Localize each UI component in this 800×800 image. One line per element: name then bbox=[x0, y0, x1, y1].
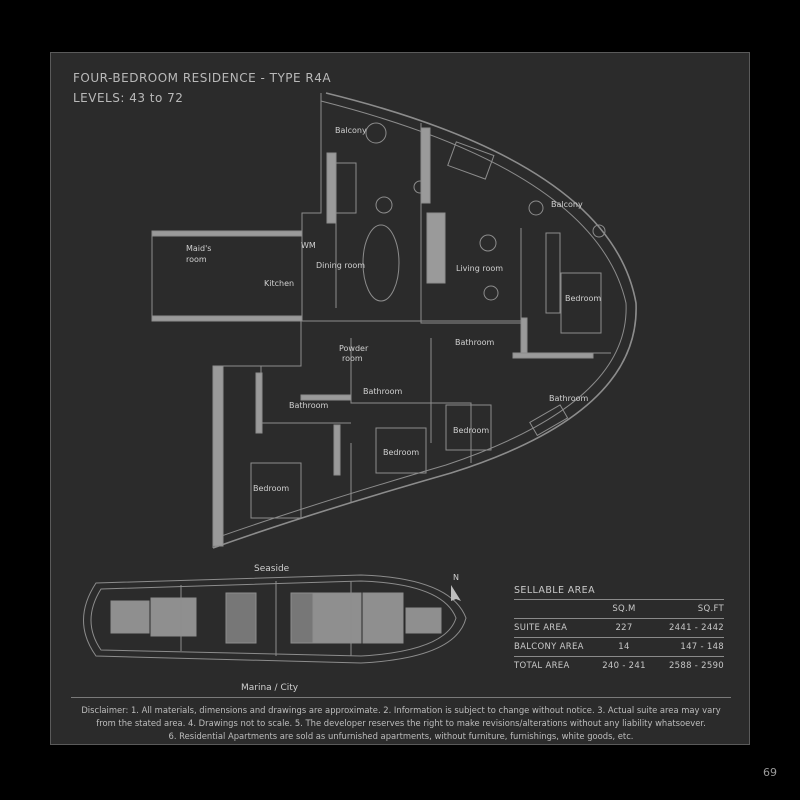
key-plan-marina: Marina / City bbox=[241, 683, 299, 693]
row-sqm: 227 bbox=[615, 623, 633, 633]
sellable-area-table: SELLABLE AREA SQ.M SQ.FT SUITE AREA 227 … bbox=[514, 585, 724, 675]
row-sqft: 2588 - 2590 bbox=[668, 661, 724, 671]
room-label-dining: Dining room bbox=[316, 261, 365, 270]
row-sqm: 14 bbox=[618, 642, 630, 652]
row-sqft: 147 - 148 bbox=[680, 642, 724, 652]
plan-title: FOUR-BEDROOM RESIDENCE - TYPE R4A bbox=[73, 71, 332, 85]
room-label-bathroom-right: Bathroom bbox=[549, 394, 589, 403]
room-label-maids-2: room bbox=[186, 255, 207, 264]
sellable-area-heading: SELLABLE AREA bbox=[514, 585, 595, 596]
row-label: BALCONY AREA bbox=[514, 642, 584, 652]
row-label: SUITE AREA bbox=[514, 623, 568, 633]
north-arrow-icon bbox=[451, 585, 461, 601]
page-number: 69 bbox=[763, 766, 777, 779]
table-row: BALCONY AREA 14 147 - 148 bbox=[514, 637, 724, 656]
sellable-area-header-row: SQ.M SQ.FT bbox=[514, 599, 724, 618]
plan-levels: LEVELS: 43 to 72 bbox=[73, 91, 184, 105]
disclaimer: Disclaimer: 1. All materials, dimensions… bbox=[71, 697, 731, 743]
room-label-powder-2: room bbox=[342, 354, 363, 363]
col-sqm: SQ.M bbox=[612, 604, 636, 614]
table-row: SUITE AREA 227 2441 - 2442 bbox=[514, 618, 724, 637]
room-label-wm: WM bbox=[301, 241, 316, 250]
row-sqft: 2441 - 2442 bbox=[668, 623, 724, 633]
room-label-bedroom-mid: Bedroom bbox=[383, 448, 419, 457]
floor-plan-panel: FOUR-BEDROOM RESIDENCE - TYPE R4A LEVELS… bbox=[50, 52, 750, 745]
room-label-maids-1: Maid's bbox=[186, 244, 211, 253]
table-row: TOTAL AREA 240 - 241 2588 - 2590 bbox=[514, 656, 724, 675]
floor-plan-drawing: Balcony Balcony Maid's room WM Kitchen D… bbox=[83, 92, 637, 664]
room-label-bedroom-center: Bedroom bbox=[453, 426, 489, 435]
key-plan-seaside: Seaside bbox=[254, 564, 290, 574]
row-sqm: 240 - 241 bbox=[602, 661, 646, 671]
room-label-kitchen: Kitchen bbox=[264, 279, 294, 288]
row-label: TOTAL AREA bbox=[514, 661, 570, 671]
col-sqft: SQ.FT bbox=[697, 604, 724, 614]
disclaimer-line-1: Disclaimer: 1. All materials, dimensions… bbox=[81, 705, 721, 715]
room-label-living: Living room bbox=[456, 264, 503, 273]
disclaimer-line-3: 6. Residential Apartments are sold as un… bbox=[168, 731, 634, 741]
room-label-balcony-right: Balcony bbox=[551, 200, 583, 209]
room-label-bathroom-left: Bathroom bbox=[289, 401, 329, 410]
room-label-balcony-top: Balcony bbox=[335, 126, 367, 135]
room-label-bedroom-right: Bedroom bbox=[565, 294, 601, 303]
key-plan bbox=[83, 574, 467, 664]
disclaimer-line-2: from the stated area. 4. Drawings not to… bbox=[96, 718, 706, 728]
room-label-bathroom-mid: Bathroom bbox=[363, 387, 403, 396]
room-label-powder-1: Powder bbox=[339, 344, 369, 353]
room-label-bedroom-left: Bedroom bbox=[253, 484, 289, 493]
room-label-bathroom-center: Bathroom bbox=[455, 338, 495, 347]
north-label: N bbox=[453, 573, 459, 582]
